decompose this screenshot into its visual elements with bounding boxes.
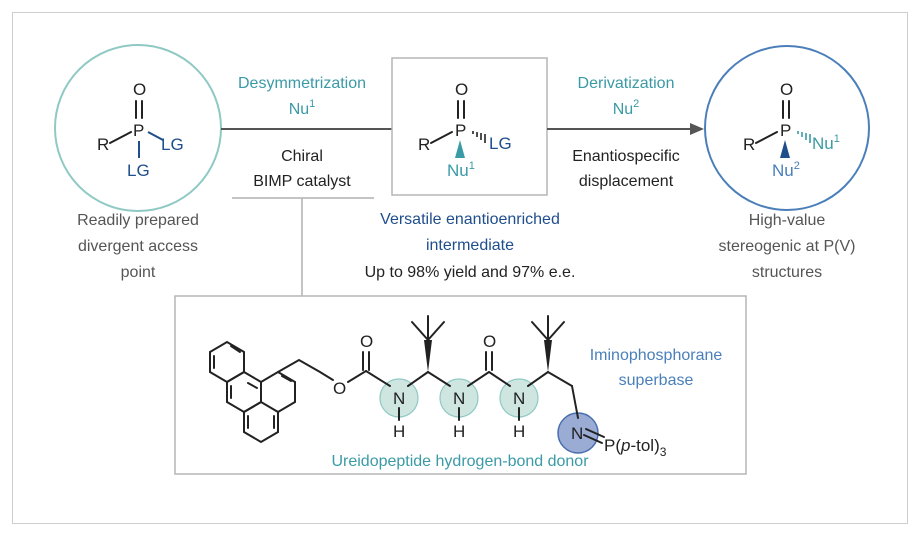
- wedge-bond: [424, 340, 432, 372]
- arrow1-conditions-bottom: Chiral BIMP catalyst: [253, 148, 351, 190]
- atom-n1: N: [393, 389, 405, 408]
- atom-o-urea: O: [483, 332, 496, 351]
- step-label: Desymmetrization: [238, 75, 366, 92]
- atom-p: P: [455, 121, 466, 140]
- atom-n4: N: [571, 424, 583, 443]
- catalyst-label: BIMP catalyst: [253, 173, 351, 190]
- atom-h3: H: [513, 422, 525, 441]
- intermediate-structure: O P R LG Nu1: [418, 80, 512, 180]
- atom-nu2: Nu2: [772, 160, 800, 180]
- atom-n3: N: [513, 389, 525, 408]
- product-caption: High-value stereogenic at P(V) structure…: [719, 212, 856, 281]
- atom-h2: H: [453, 422, 465, 441]
- product-structure: O P R Nu1 Nu2: [743, 80, 840, 180]
- intermediate-box: [391, 57, 548, 196]
- wedge-bond: [455, 140, 465, 158]
- figure-frame: [12, 12, 908, 524]
- donor-label: Ureidopeptide hydrogen-bond donor: [331, 453, 589, 470]
- atom-r: R: [743, 135, 755, 154]
- superbase-label: Iminophosphorane: [590, 347, 723, 364]
- carbamate-chain: [277, 358, 334, 381]
- atom-r: R: [97, 135, 109, 154]
- caption-title: intermediate: [426, 237, 514, 254]
- catalyst-label: Chiral: [281, 148, 323, 165]
- arrow2-conditions-top: Derivatization Nu2: [578, 75, 675, 118]
- caption-line: stereogenic at P(V): [719, 238, 856, 255]
- caption-sub: Up to 98% yield and 97% e.e.: [365, 264, 576, 281]
- arrowhead: [690, 123, 704, 135]
- atom-o-ether: O: [333, 379, 346, 398]
- caption-line: Readily prepared: [77, 212, 199, 229]
- atom-h1: H: [393, 422, 405, 441]
- arrow1-conditions-top: Desymmetrization Nu1: [238, 75, 366, 118]
- atom-phosphorus: P(p-tol)3: [604, 436, 667, 459]
- catalyst-structure: O O N H N H O N H N: [209, 315, 667, 459]
- step-label: Derivatization: [578, 75, 675, 92]
- hashed-bond: [472, 131, 486, 143]
- atom-lg: LG: [161, 135, 184, 154]
- start-material-structure: O P R LG LG: [97, 80, 184, 180]
- anthracene-ring: [209, 340, 296, 444]
- atom-nu1: Nu1: [812, 133, 840, 153]
- start-material-caption: Readily prepared divergent access point: [77, 212, 199, 281]
- product-circle: [704, 45, 870, 211]
- wedge-bond: [780, 140, 790, 158]
- hashed-bond: [797, 131, 811, 143]
- atom-o: O: [455, 80, 468, 99]
- arrow2-conditions-bottom: Enantiospecific displacement: [572, 148, 680, 190]
- atom-o: O: [133, 80, 146, 99]
- atom-o-carbonyl: O: [360, 332, 373, 351]
- caption-line: High-value: [749, 212, 826, 229]
- intermediate-caption: Versatile enantioenriched intermediate U…: [365, 211, 576, 281]
- nucleophile-label: Nu1: [289, 98, 316, 118]
- atom-lg: LG: [127, 161, 150, 180]
- superbase-label: superbase: [619, 372, 694, 389]
- atom-r: R: [418, 135, 430, 154]
- atom-nu: Nu1: [447, 160, 475, 180]
- atom-p: P: [133, 121, 144, 140]
- displacement-label: Enantiospecific: [572, 148, 680, 165]
- displacement-label: displacement: [579, 173, 674, 190]
- caption-line: structures: [752, 264, 822, 281]
- catalyst-labels: Iminophosphorane superbase Ureidopeptide…: [331, 347, 722, 470]
- caption-line: divergent access: [78, 238, 198, 255]
- atom-o: O: [780, 80, 793, 99]
- wedge-bond: [544, 340, 552, 372]
- atom-lg: LG: [489, 134, 512, 153]
- nucleophile-label: Nu2: [613, 98, 640, 118]
- caption-title: Versatile enantioenriched: [380, 211, 560, 228]
- atom-p: P: [780, 121, 791, 140]
- atom-n2: N: [453, 389, 465, 408]
- caption-line: point: [121, 264, 156, 281]
